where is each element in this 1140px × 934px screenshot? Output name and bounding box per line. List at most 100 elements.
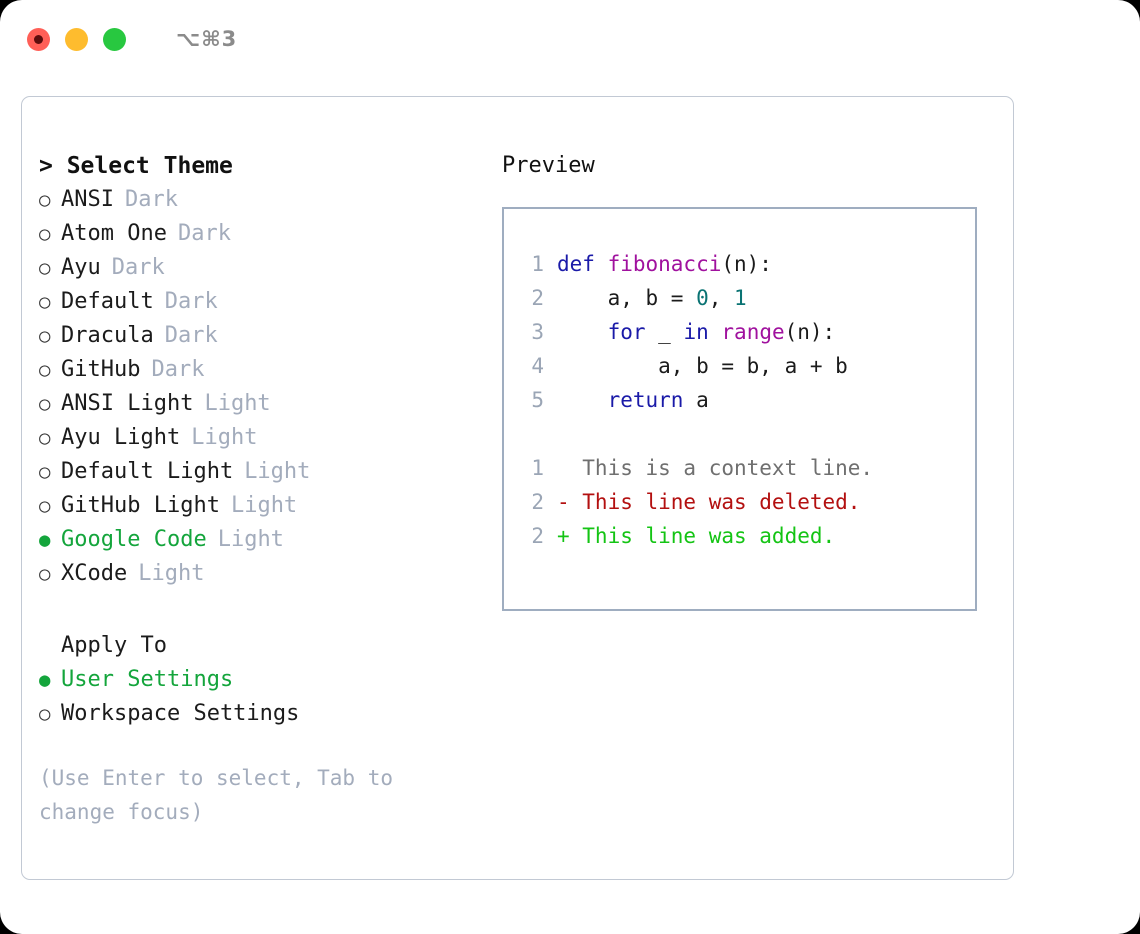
- code-spacer: [518, 417, 975, 451]
- theme-option-label: XCode: [61, 561, 128, 586]
- line-number: 2: [531, 524, 544, 548]
- radio-unselected-icon[interactable]: ○: [39, 189, 51, 211]
- code-line: 2 + This line was added.: [518, 519, 975, 553]
- line-number: 5: [531, 388, 544, 412]
- preview-heading: Preview: [502, 153, 595, 178]
- apply-to-option-label: User Settings: [61, 667, 234, 692]
- theme-option-row[interactable]: ○ Atom One Dark: [39, 217, 479, 251]
- line-content: def fibonacci(n):: [557, 247, 772, 281]
- theme-variant-badge: Dark: [124, 187, 178, 212]
- theme-variant-badge: Dark: [151, 357, 205, 382]
- theme-option-row[interactable]: ○ GitHub Dark: [39, 353, 479, 387]
- theme-variant-badge: Light: [244, 459, 311, 484]
- radio-unselected-icon[interactable]: ○: [39, 563, 51, 585]
- radio-unselected-icon[interactable]: ○: [39, 495, 51, 517]
- token-plain: a, b = b, a + b: [557, 354, 848, 378]
- token-plain: [709, 320, 722, 344]
- theme-variant-badge: Light: [204, 391, 271, 416]
- theme-variant-badge: Light: [217, 527, 284, 552]
- line-content: This is a context line.: [557, 451, 873, 485]
- line-number: 2: [531, 490, 544, 514]
- line-number: 1: [531, 456, 544, 480]
- theme-option-label: GitHub Light: [61, 493, 220, 518]
- token-plain: a, b =: [557, 286, 697, 310]
- token-ctx: This is a context line.: [557, 456, 874, 480]
- theme-option-row[interactable]: ○ ANSI Dark: [39, 183, 479, 217]
- line-number: 4: [531, 354, 544, 378]
- theme-variant-badge: Light: [138, 561, 205, 586]
- token-num: 0: [696, 286, 709, 310]
- line-content: a, b = 0, 1: [557, 281, 747, 315]
- apply-to-option-row[interactable]: ● User Settings: [39, 663, 479, 697]
- theme-option-row[interactable]: ○ GitHub Light Light: [39, 489, 479, 523]
- radio-unselected-icon[interactable]: ○: [39, 257, 51, 279]
- radio-selected-icon[interactable]: ●: [39, 669, 51, 691]
- window-controls: [27, 27, 126, 51]
- section-spacer: [39, 591, 479, 629]
- token-add: + This line was added.: [557, 524, 836, 548]
- theme-option-row[interactable]: ○ Ayu Dark: [39, 251, 479, 285]
- token-plain: [557, 320, 608, 344]
- line-number: 1: [531, 252, 544, 276]
- line-content: a, b = b, a + b: [557, 349, 848, 383]
- radio-unselected-icon[interactable]: ○: [39, 703, 51, 725]
- radio-selected-icon[interactable]: ●: [39, 529, 51, 551]
- keyboard-shortcut-label: ⌥⌘3: [176, 27, 238, 51]
- titlebar: ⌥⌘3: [0, 0, 1140, 78]
- token-plain: ,: [708, 286, 735, 310]
- apply-to-option-label: Workspace Settings: [61, 701, 300, 726]
- token-kw: for: [607, 320, 646, 344]
- code-line: 4 a, b = b, a + b: [518, 349, 975, 383]
- theme-option-label: GitHub: [61, 357, 141, 382]
- theme-option-label: Ayu: [61, 255, 101, 280]
- code-line: 2 - This line was deleted.: [518, 485, 975, 519]
- apply-to-list[interactable]: ● User Settings ○ Workspace Settings: [39, 663, 479, 731]
- token-plain: a: [683, 388, 709, 412]
- diff-sample: 1 This is a context line. 2 - This line wa…: [518, 451, 975, 553]
- radio-unselected-icon[interactable]: ○: [39, 291, 51, 313]
- line-content: return a: [557, 383, 709, 417]
- radio-unselected-icon[interactable]: ○: [39, 359, 51, 381]
- theme-option-label: ANSI: [61, 187, 114, 212]
- radio-unselected-icon[interactable]: ○: [39, 325, 51, 347]
- code-line: 3 for _ in range(n):: [518, 315, 975, 349]
- apply-to-heading: Apply To: [61, 633, 167, 658]
- theme-variant-badge: Light: [191, 425, 258, 450]
- radio-unselected-icon[interactable]: ○: [39, 223, 51, 245]
- theme-variant-badge: Dark: [111, 255, 165, 280]
- keyboard-hint-text: (Use Enter to select, Tab to change focu…: [39, 766, 394, 824]
- theme-variant-badge: Light: [230, 493, 298, 518]
- apply-to-option-row[interactable]: ○ Workspace Settings: [39, 697, 479, 731]
- theme-option-label: ANSI Light: [61, 391, 194, 416]
- zoom-button[interactable]: [103, 27, 126, 51]
- theme-option-row[interactable]: ○ ANSI Light Light: [39, 387, 479, 421]
- radio-unselected-icon[interactable]: ○: [39, 393, 51, 415]
- token-kw: return: [607, 388, 684, 412]
- token-kw: in: [683, 320, 709, 344]
- theme-option-label: Default: [61, 289, 154, 314]
- theme-option-row[interactable]: ○ XCode Light: [39, 557, 479, 591]
- token-kw: def: [557, 252, 608, 276]
- minimize-button[interactable]: [65, 27, 88, 51]
- line-content: - This line was deleted.: [557, 485, 860, 519]
- close-button[interactable]: [27, 27, 50, 51]
- radio-unselected-icon[interactable]: ○: [39, 427, 51, 449]
- theme-option-label: Atom One: [61, 221, 167, 246]
- token-del: - This line was deleted.: [557, 490, 861, 514]
- token-num: 1: [734, 286, 747, 310]
- theme-variant-badge: Dark: [177, 221, 231, 246]
- token-plain: _: [645, 320, 684, 344]
- radio-unselected-icon[interactable]: ○: [39, 461, 51, 483]
- token-plain: (n):: [784, 320, 836, 344]
